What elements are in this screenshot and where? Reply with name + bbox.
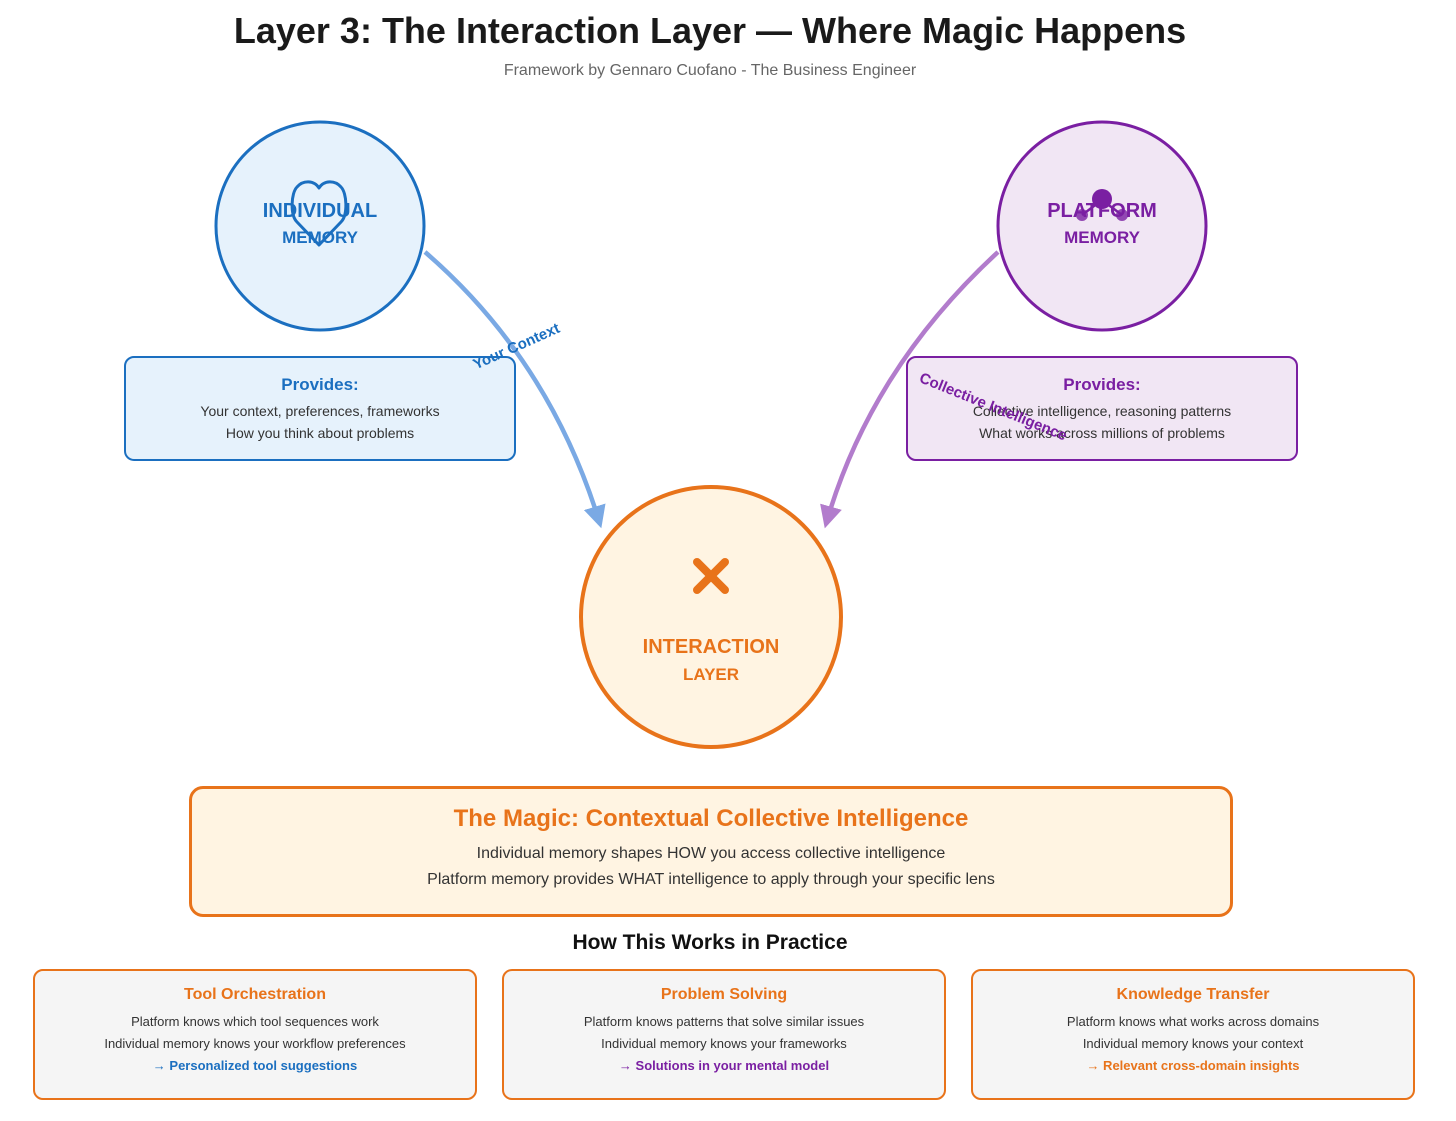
platform-label-line2: MEMORY	[1064, 228, 1140, 247]
practice-card-knowledge-transfer: Knowledge Transfer Platform knows what w…	[971, 969, 1415, 1100]
platform-provides-line: What works across millions of problems	[979, 425, 1225, 441]
heart-icon	[290, 180, 348, 247]
card-heading: Knowledge Transfer	[1116, 986, 1270, 1003]
practice-card-tool-orchestration: Tool Orchestration Platform knows which …	[33, 969, 477, 1100]
card-line: Platform knows what works across domains	[1066, 1014, 1320, 1029]
individual-provides-box: Provides: Your context, preferences, fra…	[124, 356, 516, 461]
network-nodes-icon	[1076, 189, 1128, 221]
your-context-arrow	[423, 250, 606, 529]
practice-title: How This Works in Practice	[572, 931, 848, 954]
card-result: → Personalized tool suggestions	[152, 1058, 358, 1073]
card-line: Platform knows which tool sequences work	[131, 1014, 379, 1029]
magic-box: The Magic: Contextual Collective Intelli…	[189, 786, 1233, 917]
interaction-label-line1: INTERACTION	[642, 636, 780, 658]
card-line: Individual memory knows your frameworks	[601, 1036, 847, 1051]
practice-card-problem-solving: Problem Solving Platform knows patterns …	[502, 969, 946, 1100]
collective-intelligence-arrow	[820, 250, 1000, 529]
platform-provides-box: Provides: Collective intelligence, reaso…	[906, 356, 1298, 461]
interaction-label-line2: LAYER	[682, 665, 740, 684]
magic-heading: The Magic: Contextual Collective Intelli…	[453, 805, 969, 832]
individual-memory-circle	[214, 120, 426, 332]
platform-provides-heading: Provides:	[1063, 375, 1141, 394]
multiply-icon	[693, 558, 729, 594]
card-heading: Tool Orchestration	[184, 986, 326, 1003]
page-title: Layer 3: The Interaction Layer — Where M…	[233, 10, 1187, 51]
card-result: → Solutions in your mental model	[618, 1058, 830, 1073]
individual-label-line2: MEMORY	[282, 228, 358, 247]
card-line: Individual memory knows your workflow pr…	[104, 1036, 406, 1051]
card-line: Platform knows patterns that solve simil…	[583, 1014, 865, 1029]
platform-memory-circle	[996, 120, 1208, 332]
individual-provides-line: How you think about problems	[225, 425, 415, 441]
interaction-layer-label: INTERACTION LAYER	[611, 636, 811, 685]
card-heading: Problem Solving	[660, 986, 788, 1003]
individual-memory-label: INDIVIDUAL MEMORY	[220, 200, 420, 248]
magic-line: Individual memory shapes HOW you access …	[476, 845, 946, 862]
card-result: → Relevant cross-domain insights	[1086, 1058, 1300, 1073]
page-subtitle: Framework by Gennaro Cuofano - The Busin…	[503, 62, 917, 79]
platform-memory-label: PLATFORM MEMORY	[1002, 200, 1202, 248]
interaction-layer-circle	[579, 485, 843, 749]
platform-provides-line: Collective intelligence, reasoning patte…	[972, 403, 1232, 419]
individual-provides-heading: Provides:	[281, 375, 359, 394]
card-line: Individual memory knows your context	[1082, 1036, 1304, 1051]
platform-label-line1: PLATFORM	[1047, 200, 1157, 222]
individual-label-line1: INDIVIDUAL	[262, 200, 378, 222]
individual-provides-line: Your context, preferences, frameworks	[200, 403, 440, 419]
magic-line: Platform memory provides WHAT intelligen…	[427, 871, 995, 888]
